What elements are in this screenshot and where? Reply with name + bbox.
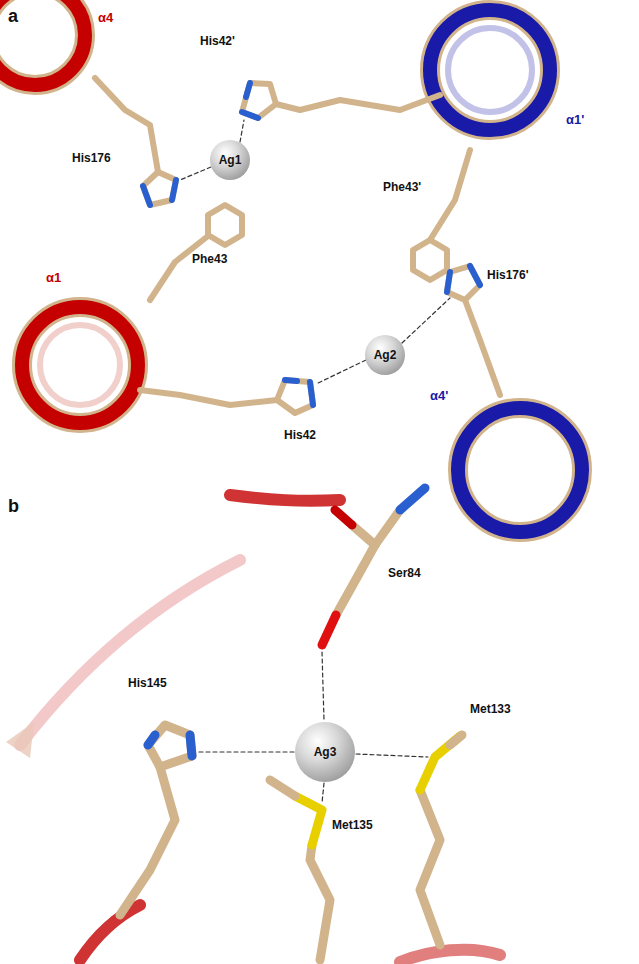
helix-ribbon xyxy=(458,408,582,532)
oxygen xyxy=(335,510,352,525)
benzene-ring xyxy=(208,205,242,245)
residue-label: Met133 xyxy=(470,702,511,717)
ion-label: Ag2 xyxy=(374,348,397,362)
residue-label: Ser84 xyxy=(388,566,421,581)
residue-stick xyxy=(430,150,470,240)
residue-stick xyxy=(150,236,208,300)
helix-label: α4 xyxy=(98,10,113,26)
nitrogen xyxy=(400,488,425,510)
residue-label: His145 xyxy=(128,676,167,691)
coordination-bond xyxy=(180,120,450,384)
imidazole-ring xyxy=(277,380,313,413)
nitrogen xyxy=(148,735,192,756)
residue-label: His42' xyxy=(200,34,235,49)
ion-label: Ag3 xyxy=(314,745,337,759)
nitrogen xyxy=(143,180,176,205)
silver-ion: Ag2 xyxy=(365,335,405,375)
residue-label: Phe43 xyxy=(192,252,227,267)
imidazole-ring xyxy=(242,83,276,118)
residue-label: His42 xyxy=(284,428,316,443)
residue-stick xyxy=(336,545,375,615)
helix-ribbon xyxy=(22,307,138,423)
residue-stick xyxy=(310,845,330,960)
silver-ion: Ag1 xyxy=(210,140,250,180)
helix-label: α4' xyxy=(430,388,448,404)
strand-ribbon xyxy=(80,905,140,960)
helix-ribbon xyxy=(22,307,138,423)
residue-stick xyxy=(375,510,400,545)
strand-arrow xyxy=(6,722,34,758)
panel-letter: b xyxy=(8,496,19,517)
nitrogen xyxy=(285,380,313,405)
residue-stick xyxy=(270,780,295,796)
helix-label: α1 xyxy=(46,270,61,286)
helix-ribbon xyxy=(0,0,85,85)
ion-label: Ag1 xyxy=(219,153,242,167)
residue-label: Phe43' xyxy=(383,180,421,195)
residue-stick xyxy=(140,390,277,405)
helix-ribbon xyxy=(448,28,532,112)
oxygen xyxy=(322,615,336,645)
residue-label: His176 xyxy=(72,151,111,166)
nitrogen xyxy=(447,266,480,292)
coordination-bond xyxy=(198,652,428,803)
helix-ribbon xyxy=(430,10,550,130)
imidazole-ring xyxy=(148,725,192,767)
residue-stick xyxy=(120,767,175,915)
helix-ribbon xyxy=(458,408,582,532)
helix-ribbon xyxy=(0,0,85,85)
silver-ion: Ag3 xyxy=(295,722,355,782)
residue-stick xyxy=(465,300,500,395)
residue-stick xyxy=(420,790,440,945)
helix-ribbon xyxy=(430,10,550,130)
nitrogen xyxy=(242,83,258,118)
residue-stick xyxy=(352,525,375,545)
benzene-ring xyxy=(413,240,447,280)
strand-ribbon xyxy=(400,950,500,962)
imidazole-ring xyxy=(447,266,480,300)
strand-ribbon xyxy=(20,560,240,745)
residue-stick xyxy=(276,95,440,110)
residue-label: His176' xyxy=(487,268,529,283)
panel-letter: a xyxy=(8,6,18,27)
residue-stick xyxy=(450,735,462,745)
helix-label: α1' xyxy=(566,112,584,128)
strand-ribbon xyxy=(230,495,340,501)
imidazole-ring xyxy=(143,172,176,205)
sulfur xyxy=(295,796,322,845)
residue-label: Met135 xyxy=(332,818,373,833)
helix-ribbon xyxy=(40,325,120,405)
